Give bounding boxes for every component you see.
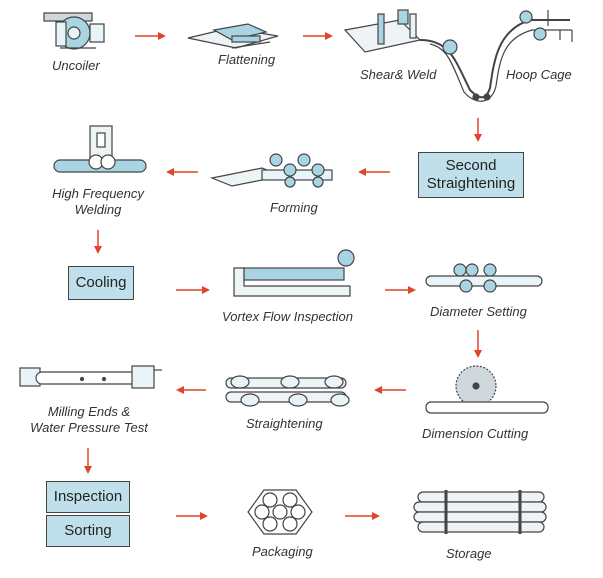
label-vortex-flow-inspection: Vortex Flow Inspection: [222, 309, 354, 324]
label-storage: Storage: [446, 546, 492, 561]
box-second-straightening: Second Straightening: [418, 152, 524, 198]
label-shear-weld: Shear& Weld: [360, 67, 437, 82]
box-cooling: Cooling: [68, 266, 134, 300]
label-straightening: Straightening: [246, 416, 323, 431]
shear-weld-hoop-cage-illustration: [343, 9, 573, 102]
packaging-illustration: [247, 489, 313, 535]
hf-welding-illustration: [53, 125, 147, 173]
hf-welding-line2: Welding: [74, 202, 122, 217]
forming-illustration: [209, 153, 333, 188]
hf-welding-line1: High Frequency: [52, 186, 144, 201]
label-flattening: Flattening: [218, 52, 276, 67]
label-uncoiler: Uncoiler: [52, 58, 100, 73]
straightening-illustration: [225, 375, 350, 407]
label-hf-welding: High Frequency Welding: [40, 186, 156, 218]
second-straightening-line2: Straightening: [426, 175, 516, 192]
label-hoop-cage: Hoop Cage: [506, 67, 572, 82]
milling-illustration: [19, 365, 162, 389]
diameter-setting-illustration: [425, 263, 543, 293]
box-sorting: Sorting: [46, 515, 130, 547]
milling-line2: Water Pressure Test: [30, 420, 148, 435]
label-dimension-cutting: Dimension Cutting: [422, 426, 529, 441]
milling-line1: Milling Ends &: [47, 404, 131, 419]
box-inspection: Inspection: [46, 481, 130, 513]
flow-arrows: [84, 32, 482, 520]
vortex-flow-illustration: [233, 249, 355, 297]
dimension-cutting-illustration: [425, 365, 549, 414]
uncoiler-illustration: [43, 12, 105, 50]
second-straightening-line1: Second: [445, 157, 497, 174]
flattening-illustration: [187, 23, 279, 49]
label-milling: Milling Ends & Water Pressure Test: [14, 404, 164, 436]
label-packaging: Packaging: [252, 544, 313, 559]
label-forming: Forming: [270, 200, 318, 215]
label-diameter-setting: Diameter Setting: [430, 304, 527, 319]
storage-illustration: [413, 490, 547, 534]
